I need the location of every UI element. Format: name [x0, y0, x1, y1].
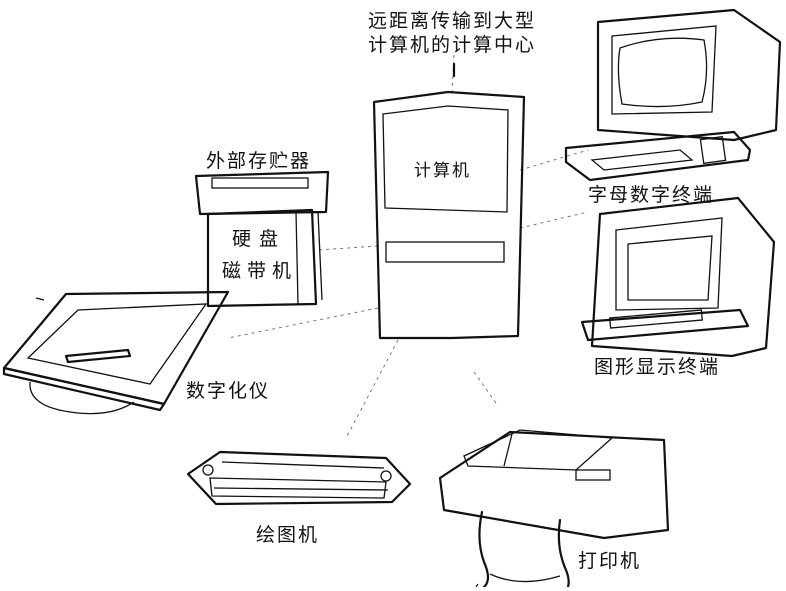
graphics-display-terminal: [580, 196, 776, 358]
remote-transmission-label-line1: 远距离传输到大型: [368, 10, 537, 32]
printer: [438, 429, 670, 589]
graphics-terminal-label: 图形显示终端: [594, 356, 721, 378]
alphanumeric-terminal: [564, 8, 782, 182]
computer-cabinet: [372, 90, 526, 340]
alnum-terminal-label: 字母数字终端: [588, 184, 715, 206]
plotter: [186, 450, 412, 506]
computer-label: 计算机: [414, 161, 471, 181]
tape-drive-label: 磁带机: [222, 260, 298, 282]
hard-disk-label: 硬盘: [232, 228, 287, 250]
plotter-label: 绘图机: [256, 524, 320, 546]
digitizer-label: 数字化仪: [186, 380, 271, 402]
external-storage-device: [194, 170, 330, 308]
link-storage: [317, 245, 379, 251]
link-printer: [473, 371, 499, 407]
link-graphics-terminal: [519, 211, 589, 229]
link-digitizer: [227, 307, 379, 339]
connection-lines: [227, 54, 589, 439]
external-storage-label: 外部存贮器: [206, 150, 312, 172]
remote-transmission-label-line2: 计算机的计算中心: [368, 34, 537, 56]
printer-label: 打印机: [578, 550, 642, 572]
link-plotter: [345, 339, 399, 439]
digitizer-tablet: [2, 290, 230, 415]
link-alnum-terminal: [519, 149, 589, 171]
